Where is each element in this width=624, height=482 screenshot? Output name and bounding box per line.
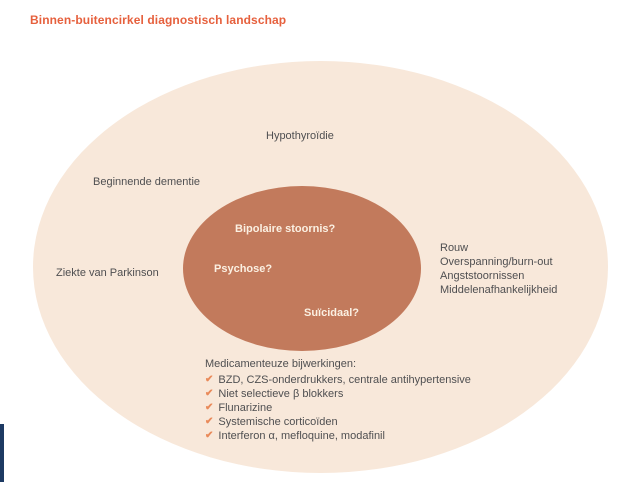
label-middelenafhankelijkheid: Middelenafhankelijkheid [440, 284, 558, 296]
check-icon: ✔ [205, 430, 214, 441]
label-angststoornissen: Angststoornissen [440, 270, 525, 282]
label-overspanning-burnout: Overspanning/burn-out [440, 256, 553, 268]
label-ziekte-van-parkinson: Ziekte van Parkinson [56, 267, 159, 279]
label-psychose: Psychose? [214, 263, 273, 275]
label-rouw: Rouw [440, 242, 469, 254]
medication-item-label: Niet selectieve β blokkers [218, 388, 344, 400]
list-item: ✔ BZD, CZS-onderdrukkers, centrale antih… [205, 373, 471, 387]
medication-item-label: Systemische corticoïden [218, 416, 338, 428]
list-item: ✔ Interferon α, mefloquine, modafinil [205, 429, 471, 443]
label-suicidaal: Suïcidaal? [304, 307, 360, 319]
list-item: ✔ Niet selectieve β blokkers [205, 387, 471, 401]
check-icon: ✔ [205, 416, 214, 427]
inner-circle [183, 186, 421, 351]
label-beginnende-dementie: Beginnende dementie [93, 176, 201, 188]
page-edge-bar [0, 424, 4, 482]
medication-block: Medicamenteuze bijwerkingen: ✔ BZD, CZS-… [205, 358, 471, 443]
check-icon: ✔ [205, 388, 214, 399]
list-item: ✔ Systemische corticoïden [205, 415, 471, 429]
label-hypothyroidie: Hypothyroïdie [266, 130, 334, 142]
medication-item-label: Interferon α, mefloquine, modafinil [218, 430, 385, 442]
label-bipolaire-stoornis: Bipolaire stoornis? [235, 223, 336, 235]
check-icon: ✔ [205, 374, 214, 385]
medication-item-label: Flunarizine [218, 402, 273, 414]
page-title: Binnen-buitencirkel diagnostisch landsch… [30, 13, 287, 27]
check-icon: ✔ [205, 402, 214, 413]
medication-heading: Medicamenteuze bijwerkingen: [205, 358, 357, 370]
list-item: ✔ Flunarizine [205, 401, 471, 415]
right-label-list: Rouw Overspanning/burn-out Angststoornis… [440, 241, 557, 297]
medication-item-label: BZD, CZS-onderdrukkers, centrale antihyp… [218, 374, 471, 386]
